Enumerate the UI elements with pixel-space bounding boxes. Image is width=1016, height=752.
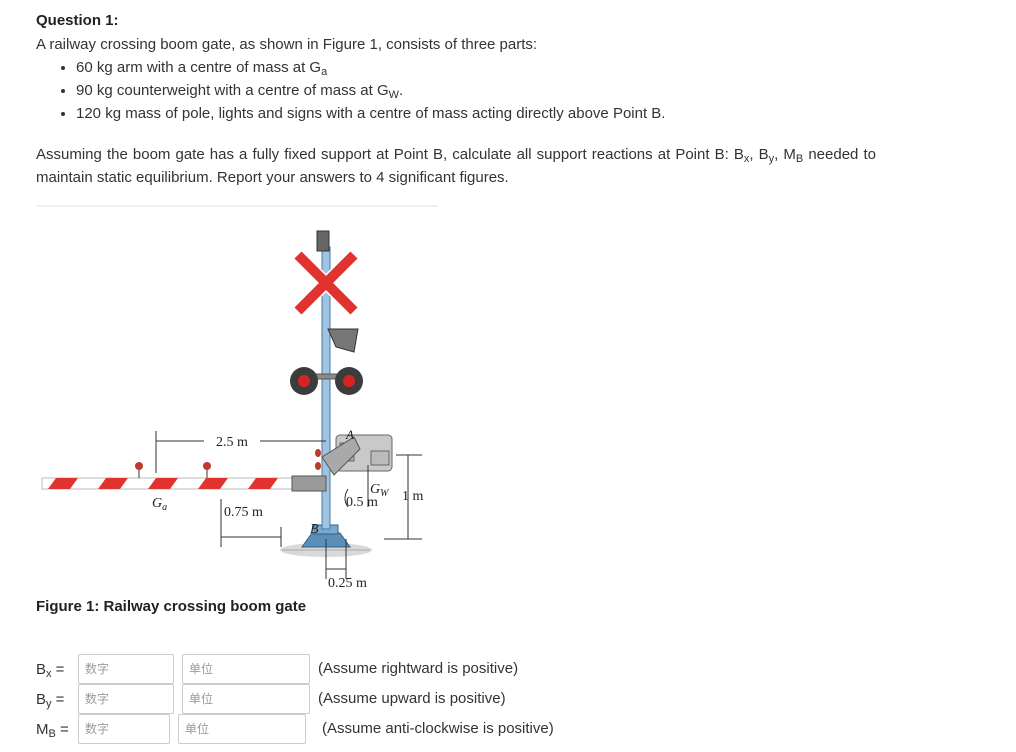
by-unit-input[interactable] <box>182 684 310 714</box>
dim-1m <box>384 454 422 540</box>
mb-unit-input[interactable] <box>178 714 306 744</box>
label-0-5m: 0.5 m <box>346 495 378 510</box>
crossbuck-sign <box>293 250 359 316</box>
bell <box>327 328 359 353</box>
answer-row-bx: Bx = <box>36 654 310 684</box>
answer-row-by: By = <box>36 684 310 714</box>
label-0-25m: 0.25 m <box>328 576 367 591</box>
label-b: B <box>310 522 319 537</box>
hint-by: (Assume upward is positive) <box>318 690 506 707</box>
dim-0-5m <box>344 465 369 508</box>
signal-light-left <box>290 367 318 395</box>
part-pole: 120 kg mass of pole, lights and signs wi… <box>76 102 665 125</box>
question-intro: A railway crossing boom gate, as shown i… <box>36 36 538 53</box>
arm-lamps <box>315 449 321 470</box>
label-ga: Ga <box>152 496 167 513</box>
figure-caption: Figure 1: Railway crossing boom gate <box>36 598 307 615</box>
parts-list: 60 kg arm with a centre of mass at Ga 90… <box>56 56 665 125</box>
label-0-75m: 0.75 m <box>224 505 263 520</box>
label-gw: GW <box>370 482 390 499</box>
part-counterweight: 90 kg counterweight with a centre of mas… <box>76 79 665 102</box>
arm-lights <box>135 462 211 478</box>
dim-2-5m <box>155 431 326 473</box>
dim-0-25m <box>325 539 347 579</box>
mb-value-input[interactable] <box>78 714 170 744</box>
hint-bx: (Assume rightward is positive) <box>318 660 519 677</box>
answer-label-bx: Bx = <box>36 660 65 680</box>
dim-0-75m <box>220 499 282 547</box>
hint-mb: (Assume anti-clockwise is positive) <box>322 720 554 737</box>
part-arm: 60 kg arm with a centre of mass at Ga <box>76 56 665 79</box>
bx-unit-input[interactable] <box>182 654 310 684</box>
figure-boom-gate: 2.5 m Ga 0.75 m A GW 0.5 m 1 m B <box>36 205 438 592</box>
label-1m: 1 m <box>402 489 424 504</box>
label-2-5m: 2.5 m <box>216 435 248 450</box>
bx-value-input[interactable] <box>78 654 174 684</box>
top-light <box>316 230 330 252</box>
by-value-input[interactable] <box>78 684 174 714</box>
boom-arm <box>41 475 327 492</box>
answer-label-by: By = <box>36 690 65 710</box>
task-statement: Assuming the boom gate has a fully fixed… <box>36 146 876 186</box>
signal-light-right <box>335 367 363 395</box>
label-a: A <box>345 427 354 442</box>
arm-pivot <box>321 436 361 476</box>
answer-row-mb: MB = <box>36 714 306 744</box>
boom-gate-diagram: 2.5 m Ga 0.75 m A GW 0.5 m 1 m B <box>41 230 424 591</box>
answer-label-mb: MB = <box>36 720 69 740</box>
question-title: Question 1: <box>36 12 119 29</box>
